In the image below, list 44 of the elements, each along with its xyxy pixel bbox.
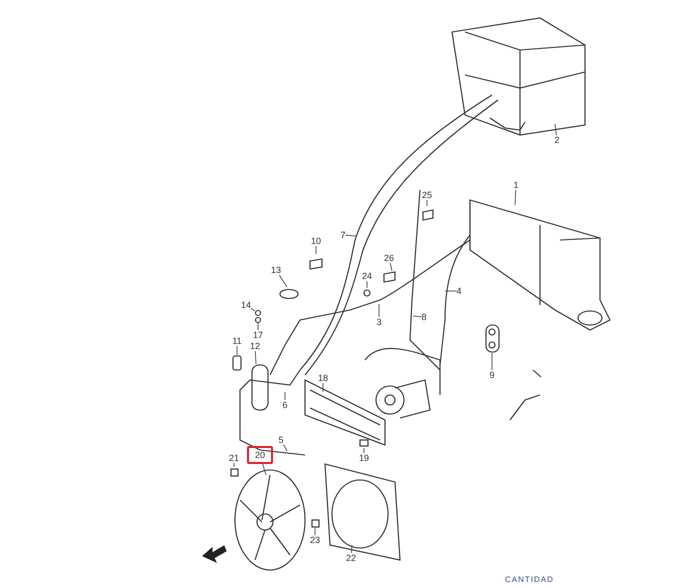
leader-line [412, 316, 422, 318]
leader-line [283, 444, 288, 452]
callout-number: 25 [422, 190, 432, 200]
leader-line [366, 280, 368, 288]
callout-number: 21 [229, 453, 239, 463]
callout-number: 22 [346, 553, 356, 563]
callout-number: 8 [422, 312, 426, 322]
callout-number: 18 [318, 373, 328, 383]
callout-number: 19 [359, 453, 369, 463]
leader-line [514, 190, 516, 206]
leader-line [314, 528, 316, 536]
leader-line [278, 274, 288, 288]
leader-line [390, 262, 392, 272]
table-heading: CANTIDAD [505, 575, 554, 584]
callout-number: 17 [253, 330, 263, 340]
callout-number: 20 [247, 446, 273, 464]
callout-number: 14 [241, 300, 251, 310]
callout-number: 10 [311, 236, 321, 246]
callout-number: 9 [490, 370, 494, 380]
callout-number: 5 [278, 435, 284, 445]
leader-line [254, 350, 256, 364]
callout-number: 7 [340, 230, 346, 240]
leader-line [284, 392, 286, 400]
leader-line [426, 200, 428, 206]
leader-line [378, 304, 380, 318]
leader-line [350, 544, 352, 554]
callout-number: 12 [250, 341, 260, 351]
leader-line [345, 234, 356, 236]
callout-number: 3 [376, 317, 382, 327]
leader-line [554, 124, 557, 136]
callout-number: 13 [271, 265, 281, 275]
leader-line [262, 464, 266, 476]
callout-number: 6 [282, 400, 288, 410]
callout-number: 26 [384, 253, 394, 263]
callout-number: 1 [514, 180, 518, 190]
callout-number: 24 [362, 271, 372, 281]
callout-number: 4 [456, 286, 462, 296]
leader-line [444, 290, 457, 292]
callout-number: 11 [232, 336, 242, 346]
callout-number: 23 [310, 535, 320, 545]
leader-line [236, 346, 238, 356]
leader-line [322, 382, 324, 392]
leader-line [250, 308, 256, 312]
callout-number: 2 [554, 135, 560, 145]
